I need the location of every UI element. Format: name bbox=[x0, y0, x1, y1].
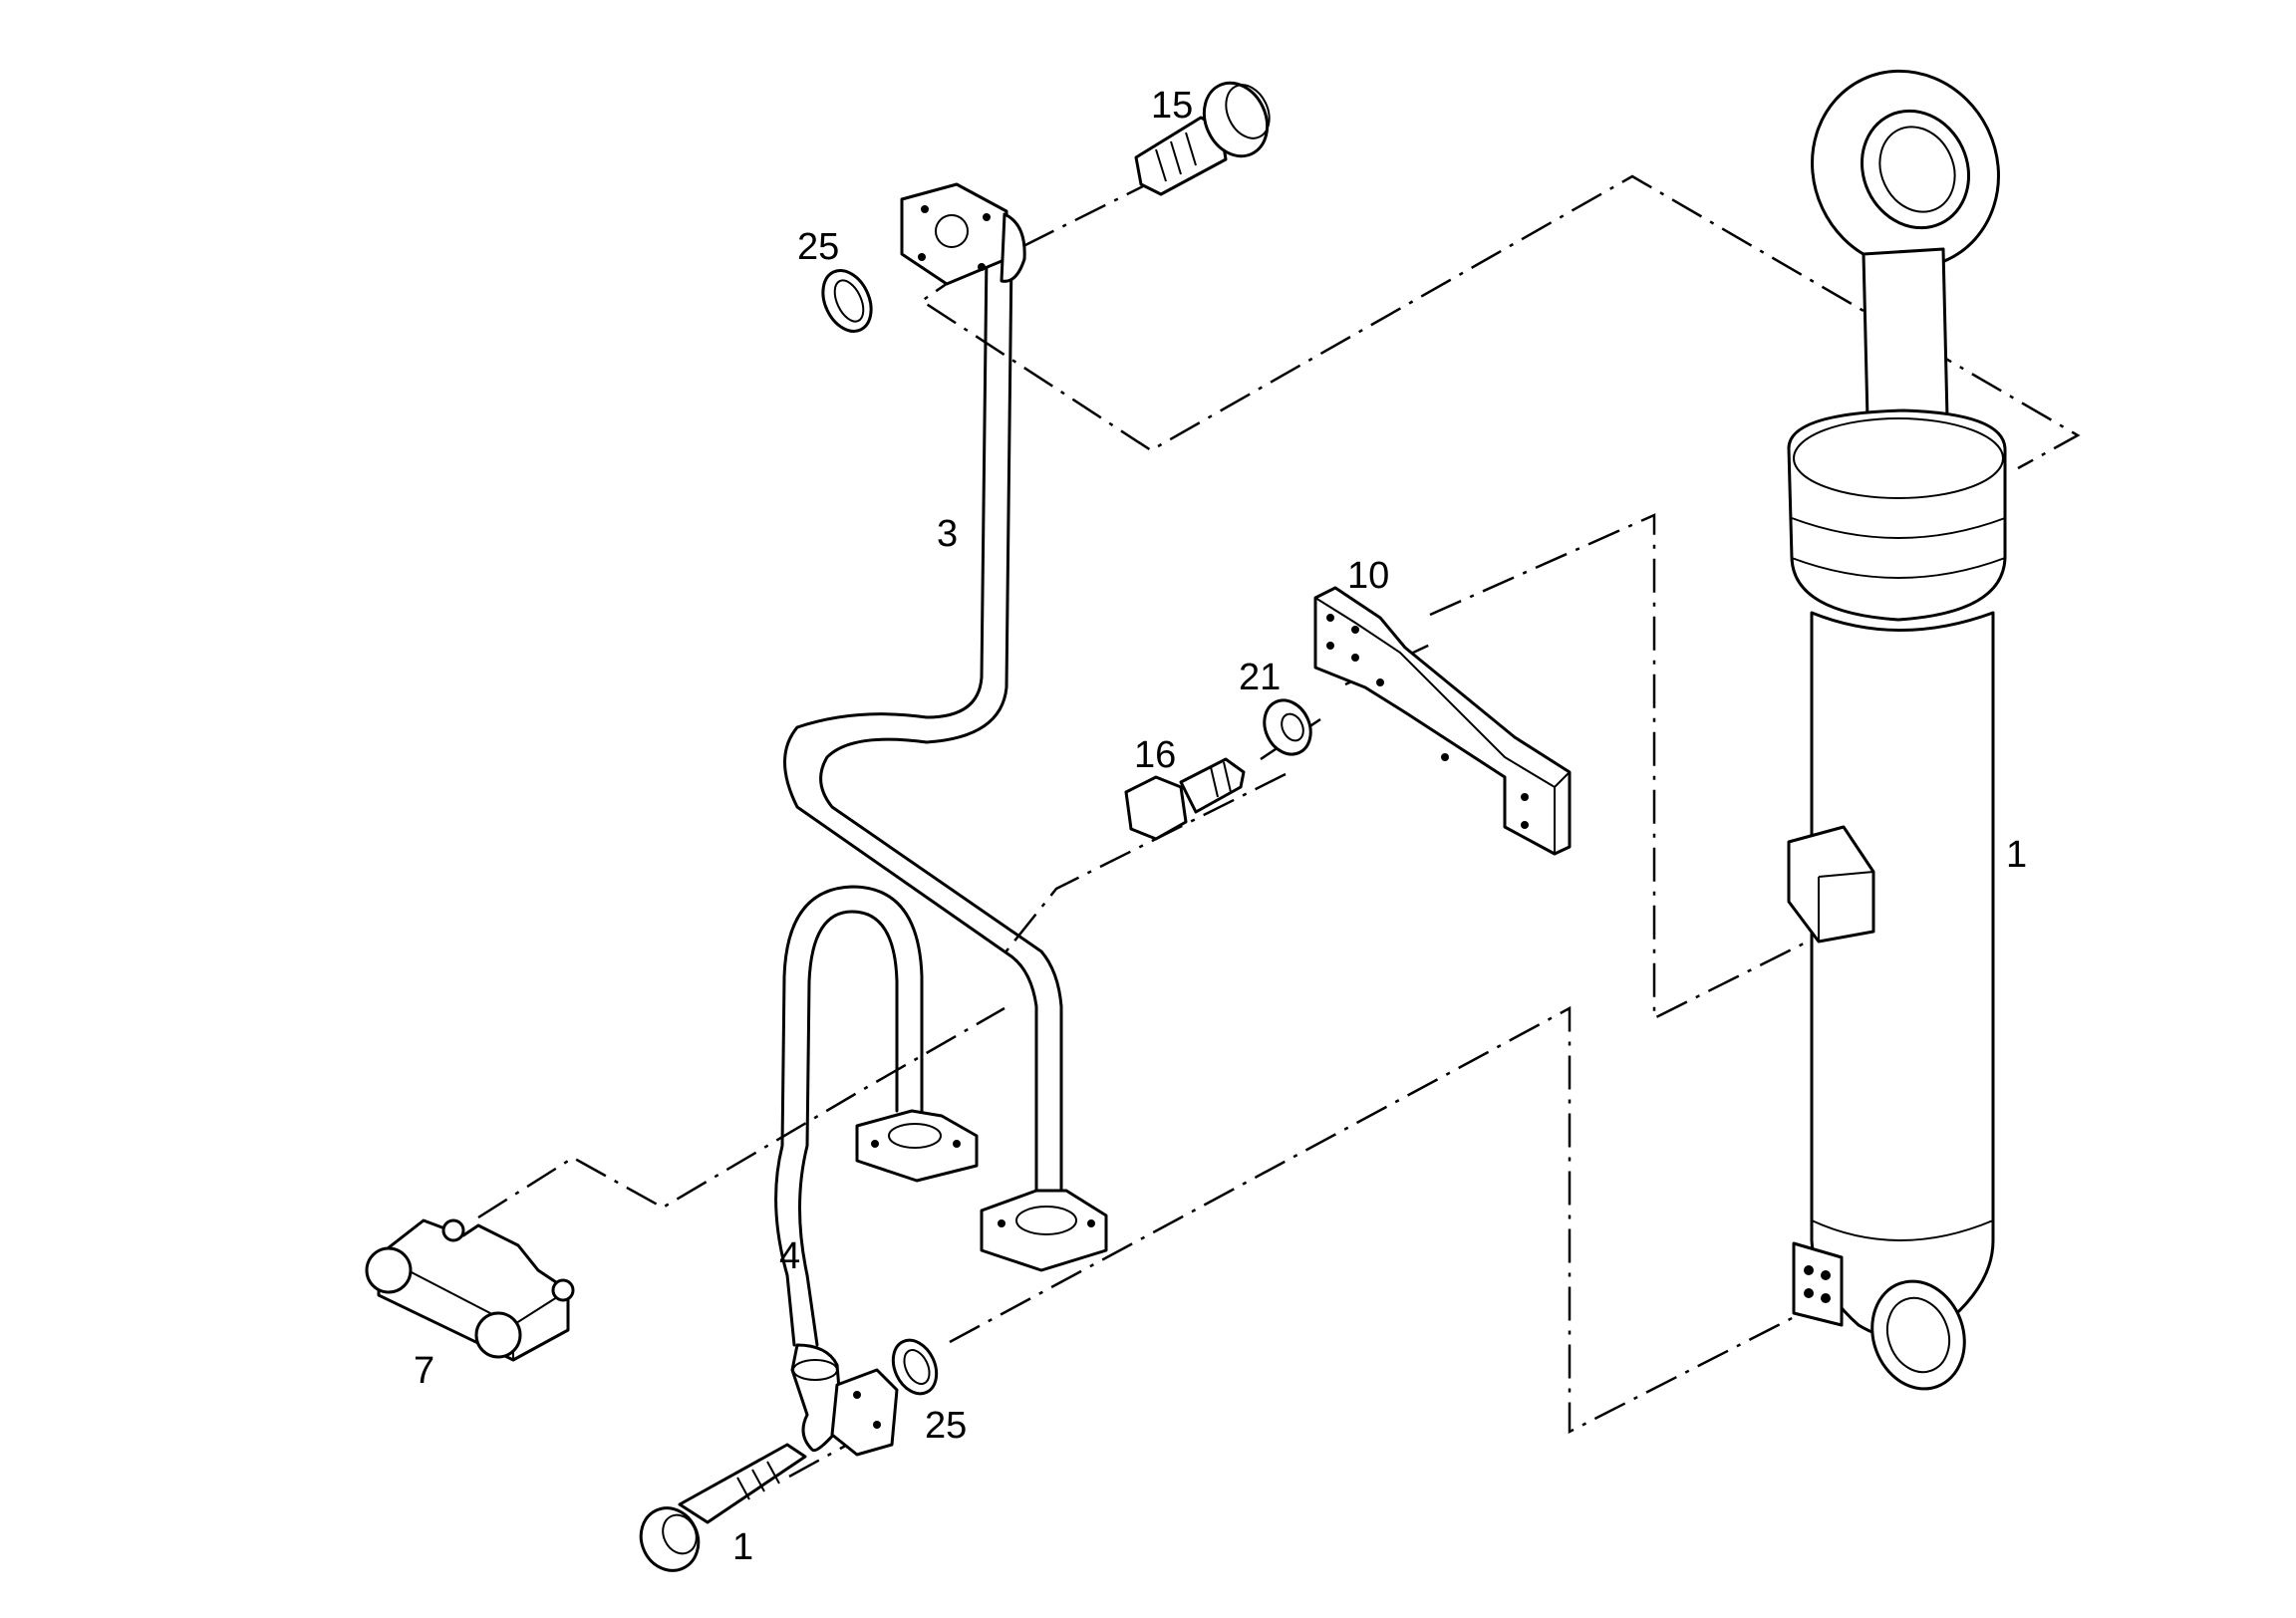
pipe-4 bbox=[774, 885, 979, 1457]
washer-21 bbox=[1263, 698, 1312, 756]
callout-bracket: 10 bbox=[1347, 555, 1389, 597]
pipe-clamp bbox=[365, 1218, 575, 1362]
callout-clamp: 7 bbox=[414, 1350, 434, 1392]
pipe-3 bbox=[783, 182, 1108, 1272]
bolt-bottom bbox=[639, 1443, 807, 1572]
bolt-15 bbox=[1134, 81, 1271, 196]
callout-o-ring-top: 25 bbox=[797, 226, 839, 268]
callout-bolt-16: 16 bbox=[1134, 734, 1176, 776]
callout-bolt-15: 15 bbox=[1151, 85, 1193, 127]
callout-cylinder: 1 bbox=[2006, 834, 2027, 876]
hydraulic-cylinder bbox=[1787, 69, 2007, 1391]
bolt-16 bbox=[1124, 757, 1246, 841]
o-ring-top bbox=[821, 269, 873, 333]
o-ring-bottom bbox=[891, 1338, 939, 1396]
callout-pipe-lower: 4 bbox=[779, 1235, 800, 1277]
callout-o-ring-bottom: 25 bbox=[925, 1405, 967, 1447]
bracket-10 bbox=[1313, 586, 1572, 856]
callout-pipe-upper: 3 bbox=[937, 513, 958, 555]
callout-bolt-bottom: 1 bbox=[732, 1526, 753, 1568]
callout-washer-21: 21 bbox=[1239, 657, 1281, 698]
